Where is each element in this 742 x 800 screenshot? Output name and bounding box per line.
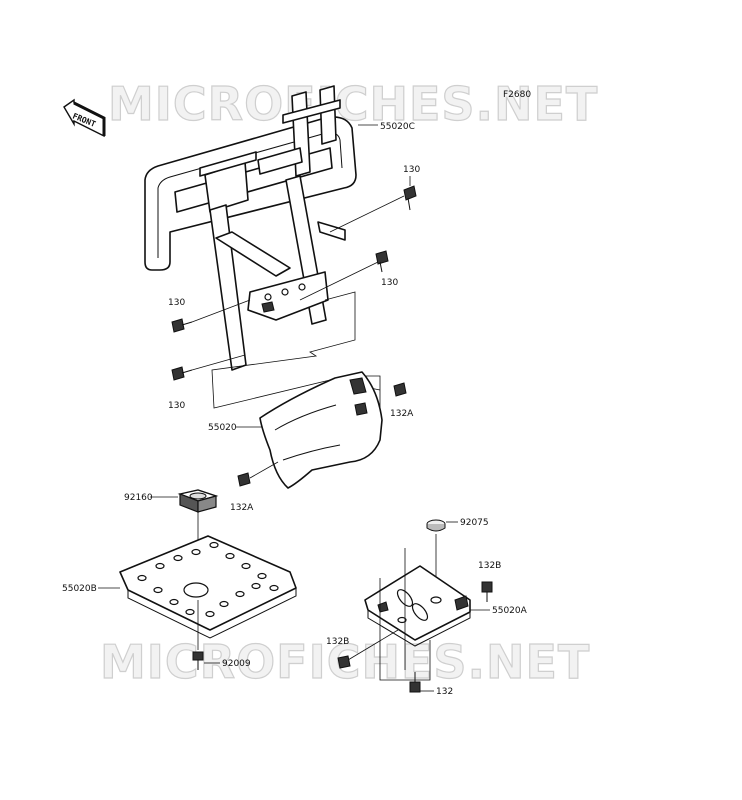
- callout-55020: 55020: [208, 423, 237, 433]
- bolt-icon-130-a: [403, 185, 417, 211]
- watermark-top: MICROFICHES.NET: [108, 77, 598, 131]
- bolt-icon-130-b: [375, 250, 389, 273]
- front-arrow-icon: FRONT: [63, 98, 106, 138]
- bolt-icon-132a-right: [393, 382, 407, 397]
- bolt-icon-132b-left: [337, 655, 351, 669]
- front-guard-part: [144, 85, 357, 371]
- callout-132a-left: 132A: [230, 503, 254, 513]
- skid-plate-part: [119, 535, 297, 639]
- callout-55020a: 55020A: [492, 606, 528, 616]
- bolt-icon-132a-left: [237, 472, 251, 487]
- callout-132b-left: 132B: [326, 637, 349, 647]
- callout-130-b: 130: [381, 278, 398, 288]
- cap-part: [426, 519, 446, 532]
- figure-code: F2680: [503, 90, 531, 100]
- callout-132b-right: 132B: [478, 561, 501, 571]
- bracket-plate-part: [364, 565, 471, 647]
- callout-92009: 92009: [222, 659, 251, 669]
- callout-55020c: 55020C: [380, 122, 415, 132]
- bolt-icon-130-c: [171, 318, 193, 333]
- bolt-icon-92009: [192, 651, 204, 670]
- lower-guard-part: [259, 371, 383, 489]
- bolt-icon-132: [409, 672, 421, 693]
- bolt-icon-130-d: [171, 366, 193, 381]
- callout-132: 132: [436, 687, 453, 697]
- callout-92160: 92160: [124, 493, 153, 503]
- callout-130-d: 130: [168, 401, 185, 411]
- bolt-icon-132b-right: [481, 581, 493, 602]
- callout-132a-right: 132A: [390, 409, 414, 419]
- callout-130-c: 130: [168, 298, 185, 308]
- callout-55020b: 55020B: [62, 584, 97, 594]
- callout-92075: 92075: [460, 518, 489, 528]
- callout-130-a: 130: [403, 165, 420, 175]
- pad-part: [177, 489, 219, 513]
